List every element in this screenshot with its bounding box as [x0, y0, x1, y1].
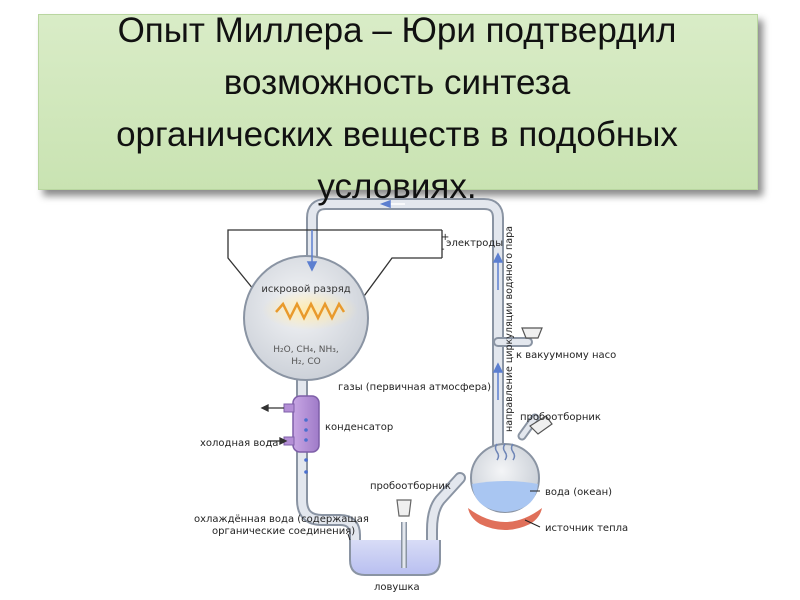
condenser-water-arrows	[260, 403, 288, 446]
label-cold-water: холодная вода	[200, 438, 278, 449]
label-vacuum: к вакуумному насо	[516, 350, 616, 361]
label-gases: газы (первичная атмосфера)	[338, 382, 491, 393]
sampler-right-valve	[529, 415, 553, 435]
label-sampler-left: пробоотборник	[370, 481, 451, 492]
trap	[349, 540, 441, 576]
label-sampler-right: пробоотборник	[520, 412, 601, 423]
label-electrodes: электроды	[446, 238, 503, 249]
label-plus: +	[441, 232, 449, 243]
label-heat: источник тепла	[545, 523, 628, 534]
label-vapor-direction: направление циркуляции водяного пара	[504, 226, 515, 432]
title-line-4: условиях.	[317, 167, 477, 206]
label-formula-2: H₂, CO	[291, 357, 320, 367]
title-line-2: возможность синтеза	[223, 63, 571, 102]
glass-tubing	[296, 198, 540, 551]
label-minus: -	[441, 244, 445, 255]
title-line-3: органических веществ в подобных	[116, 115, 678, 154]
ocean-water	[472, 481, 538, 512]
label-trap: ловушка	[374, 582, 420, 593]
condenser-droplets	[304, 418, 308, 474]
sampler-left-valve	[396, 499, 412, 517]
flow-arrows	[306, 199, 504, 400]
heat-source	[468, 508, 542, 530]
label-cooled-water-1: охлаждённая вода (содержащая	[194, 514, 369, 525]
vacuum-tap	[521, 327, 543, 339]
label-condenser: конденсатор	[325, 422, 393, 433]
condenser	[292, 395, 320, 453]
label-formula-1: H₂O, CH₄, NH₃,	[273, 345, 339, 355]
spark-zigzag	[275, 301, 346, 321]
page-title: Опыт Миллера – Юри подтвердил возможност…	[38, 5, 756, 213]
spark-glow	[262, 290, 358, 330]
condenser-outlet	[283, 403, 295, 413]
label-spark: искровой разряд	[261, 284, 350, 295]
steam-icon	[494, 443, 516, 461]
label-cooled-water-2: органические соединения)	[212, 526, 355, 537]
diagram-labels: + - электроды искровой разряд H₂O, CH₄, …	[194, 226, 628, 593]
label-ocean: вода (океан)	[545, 487, 612, 498]
leader-lines	[347, 490, 541, 541]
title-line-1: Опыт Миллера – Юри подтвердил	[117, 11, 677, 50]
title-panel	[38, 14, 758, 190]
